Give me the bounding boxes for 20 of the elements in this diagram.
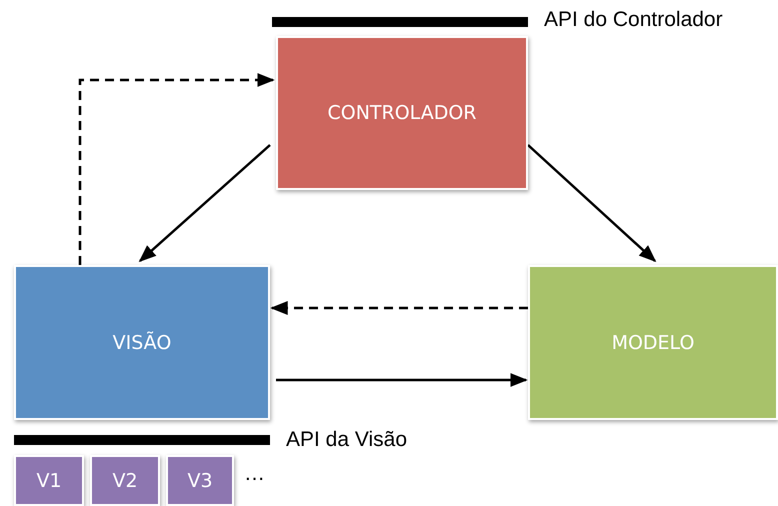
view-box xyxy=(90,455,160,506)
component-box xyxy=(276,36,528,190)
arrow xyxy=(527,144,656,262)
view-box xyxy=(14,455,84,506)
box-label: V1 xyxy=(36,470,62,492)
box-label: CONTROLADOR xyxy=(327,102,476,124)
box-label: MODELO xyxy=(612,332,694,354)
arrow xyxy=(138,144,271,262)
box-label: V3 xyxy=(187,470,213,492)
box-label: V2 xyxy=(112,470,138,492)
arrow xyxy=(78,73,275,265)
api-label: API do Controlador xyxy=(544,8,723,32)
ellipsis: … xyxy=(244,462,265,486)
api-label: API da Visão xyxy=(286,428,408,452)
component-box xyxy=(528,265,778,420)
view-box xyxy=(166,455,234,506)
box-label: VISÃO xyxy=(112,332,172,354)
component-box xyxy=(14,265,270,420)
arrow xyxy=(270,301,528,315)
arrow xyxy=(276,373,528,387)
